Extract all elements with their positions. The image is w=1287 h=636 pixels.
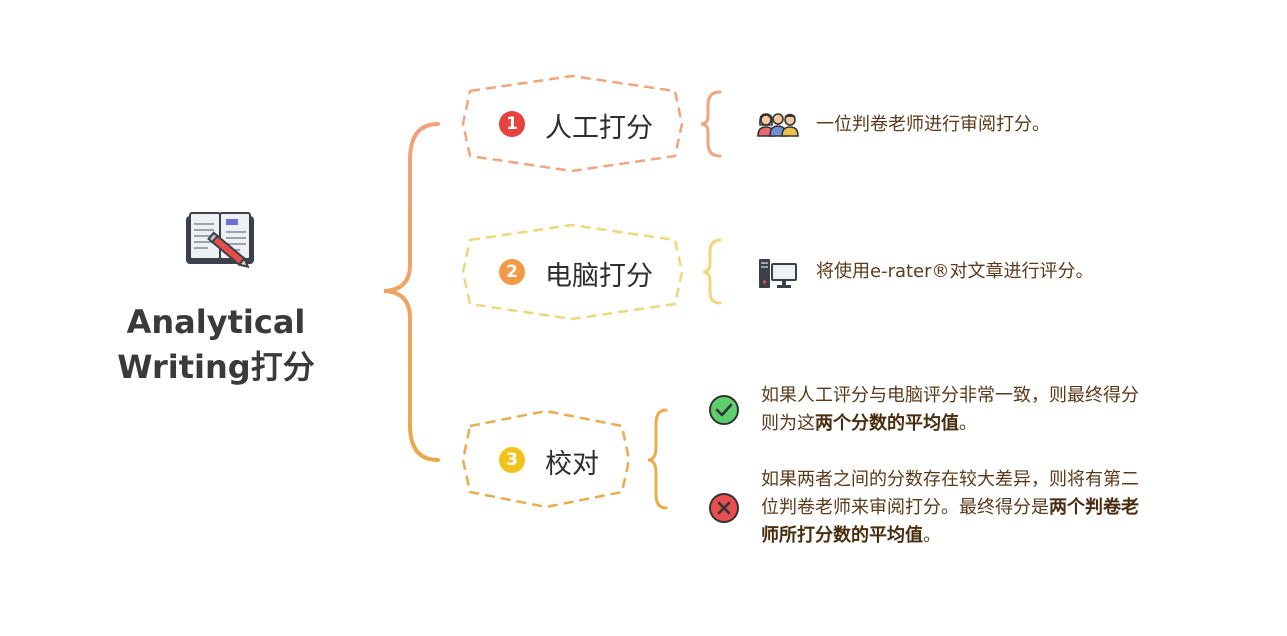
item-1-line-2-post: 。 xyxy=(959,413,977,434)
branch-3-number-badge: 3 xyxy=(499,447,525,473)
item-2-bold-text-b: 师所打分数的平均值 xyxy=(761,525,923,546)
branch-1-description: 一位判卷老师进行审阅打分。 xyxy=(816,114,1050,135)
branch-3-label: 校对 xyxy=(545,449,599,480)
branch-3-item-2-text: 如果两者之间的分数存在较大差异，则将有第二 位判卷老师来审阅打分。最终得分是两个… xyxy=(761,466,1211,550)
item-1-line-1: 如果人工评分与电脑评分非常一致，则最终得分 xyxy=(761,385,1139,406)
branch-1-number-badge: 1 xyxy=(499,111,525,137)
item-2-line-3-post: 。 xyxy=(923,525,941,546)
cross-circle-icon xyxy=(708,492,740,528)
root-title-line2: Writing打分 xyxy=(117,348,315,386)
item-2-bold-text-a: 两个判卷老 xyxy=(1049,497,1139,518)
branch-1-label: 人工打分 xyxy=(545,113,653,144)
branch-3-item-1-text: 如果人工评分与电脑评分非常一致，则最终得分 则为这两个分数的平均值。 xyxy=(761,382,1211,438)
computer-icon xyxy=(758,258,798,294)
item-1-line-2: 则为这两个分数的平均值。 xyxy=(761,410,1211,438)
branch-2-frame xyxy=(461,223,684,321)
check-circle-icon xyxy=(708,394,740,430)
root-title: Analytical Writing打分 xyxy=(100,300,332,390)
branch-2-brace xyxy=(702,238,722,305)
branch-1-frame xyxy=(461,74,684,173)
item-2-line-1: 如果两者之间的分数存在较大差异，则将有第二 xyxy=(761,469,1139,490)
people-icon xyxy=(756,111,800,141)
branch-3-brace xyxy=(647,408,668,510)
root-title-line1: Analytical xyxy=(126,303,306,341)
item-2-line-2-pre: 位判卷老师来审阅打分。最终得分是 xyxy=(761,497,1049,518)
main-brace xyxy=(383,122,440,462)
item-2-line-2: 位判卷老师来审阅打分。最终得分是两个判卷老 xyxy=(761,494,1211,522)
item-1-bold-text: 两个分数的平均值 xyxy=(815,413,959,434)
branch-1-brace xyxy=(700,90,722,158)
branch-2-label: 电脑打分 xyxy=(545,261,653,292)
item-2-line-3: 师所打分数的平均值。 xyxy=(761,522,1211,550)
branch-2-number-badge: 2 xyxy=(499,259,525,285)
branch-3-frame xyxy=(461,409,631,509)
item-1-line-2-pre: 则为这 xyxy=(761,413,815,434)
branch-2-description: 将使用e-rater®对文章进行评分。 xyxy=(816,261,1094,282)
open-book-with-pencil-icon xyxy=(184,210,260,278)
